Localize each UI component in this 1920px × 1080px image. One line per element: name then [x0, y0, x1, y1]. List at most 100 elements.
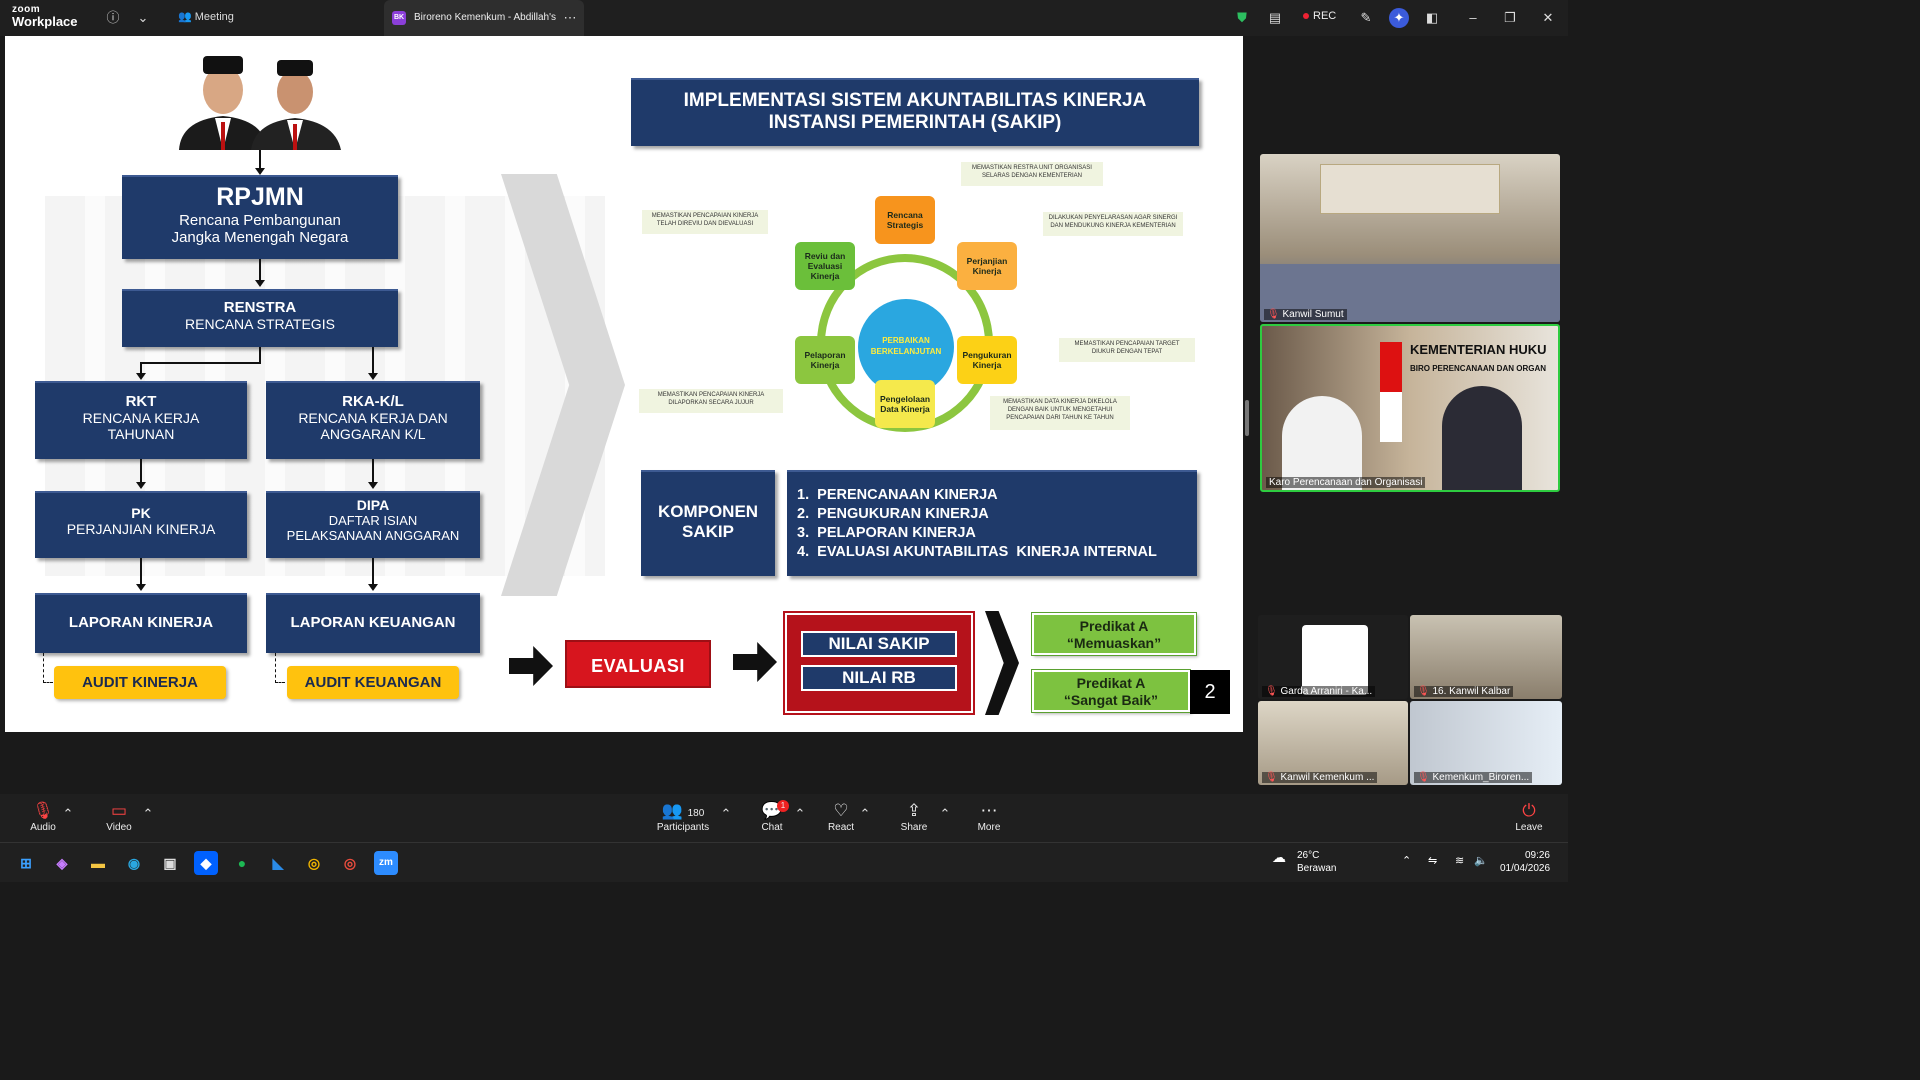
laporan-kinerja-label: LAPORAN KINERJA [68, 614, 214, 631]
leaders-portrait [171, 54, 343, 150]
connector [372, 347, 374, 374]
arrow-right-icon [509, 646, 553, 686]
connector [259, 347, 261, 363]
ai-companion-icon[interactable]: ✦ [1389, 8, 1409, 28]
shield-icon[interactable]: ⛊ [1237, 10, 1247, 25]
zoom-taskbar-icon[interactable]: zm [374, 851, 398, 875]
participants-count: 180 [687, 808, 705, 819]
rpjmn-title: RPJMN [216, 183, 304, 211]
pk-box: PK PERJANJIAN KINERJA [35, 491, 247, 558]
note-penyelarasan: DILAKUKAN PENYELARASAN AGAR SINERGI DAN … [1043, 212, 1183, 236]
chat-chevron-icon[interactable]: ⌃ [794, 806, 806, 821]
meeting-menu[interactable]: 👥 Meeting [178, 10, 234, 23]
more-button[interactable]: ⋯More [954, 800, 1024, 833]
video-tile-biroren[interactable]: 🎙 Kemenkum_Biroren... [1410, 701, 1562, 785]
dashed-connector [275, 682, 285, 683]
nilai-sakip-label: NILAI SAKIP [801, 631, 957, 657]
file-explorer-icon[interactable]: ▬ [91, 855, 105, 871]
dropbox-icon[interactable]: ◆ [194, 851, 218, 875]
arrow-head [255, 280, 265, 287]
participant-name: Karo Perencanaan dan Organisasi [1266, 477, 1426, 488]
audio-button[interactable]: 🎙Audio [8, 800, 78, 833]
participants-label: Participants [656, 822, 710, 833]
windows-start-icon[interactable]: ⊞ [20, 855, 32, 871]
react-chevron-icon[interactable]: ⌃ [859, 806, 871, 821]
view-layout-icon[interactable]: ◧ [1425, 10, 1439, 25]
audio-options-chevron-icon[interactable]: ⌃ [62, 806, 74, 821]
weather-temp: 26°C [1297, 850, 1320, 861]
video-tile-kalbar[interactable]: 🎙 16. Kanwil Kalbar [1410, 615, 1562, 699]
cycle-rencana-strategis: Rencana Strategis [875, 196, 935, 244]
network-vpn-icon[interactable]: ⇋ [1428, 855, 1438, 867]
connector [259, 259, 261, 281]
sakip-title-2: INSTANSI PEMERINTAH (SAKIP) [768, 112, 1062, 133]
camera-off-icon: ▭ [110, 801, 128, 820]
participant-name: 🎙 Kanwil Sumut [1264, 309, 1347, 320]
note-data: MEMASTIKAN DATA KINERJA DIKELOLA DENGAN … [990, 396, 1130, 430]
rpjmn-sub2: Jangka Menengah Negara [171, 229, 349, 246]
info-icon[interactable]: ⓘ [106, 10, 120, 25]
restore-icon[interactable]: ❐ [1504, 10, 1516, 25]
pen-icon[interactable]: ✎ [1360, 10, 1372, 25]
center-label-1: PERBAIKAN [882, 336, 930, 346]
pk-sub: PERJANJIAN KINERJA [66, 521, 216, 537]
note-restra: MEMASTIKAN RESTRA UNIT ORGANISASI SELARA… [961, 162, 1103, 186]
renstra-title: RENSTRA [223, 299, 297, 316]
chrome-icon[interactable]: ◎ [307, 855, 321, 871]
share-icon: ⇪ [906, 801, 922, 820]
close-icon[interactable]: ✕ [1542, 10, 1554, 25]
clock-time: 09:26 [1524, 850, 1550, 861]
more-options-icon[interactable]: ⋯ [563, 10, 577, 25]
heart-icon: ♡ [833, 801, 849, 820]
chat-icon: 💬1 [737, 800, 807, 822]
video-button[interactable]: ▭Video [84, 800, 154, 833]
muted-mic-icon: 🎙 [1417, 772, 1430, 783]
minimize-icon[interactable]: – [1469, 10, 1477, 25]
connector [372, 558, 374, 585]
recording-indicator[interactable]: REC [1303, 10, 1336, 22]
participant-name-text: Kanwil Sumut [1282, 309, 1344, 320]
komponen-label-1: KOMPONEN [657, 502, 759, 521]
tray-chevron-icon[interactable]: ⌃ [1402, 855, 1412, 867]
spotify-icon[interactable]: ● [237, 855, 247, 871]
chevron-down-icon[interactable]: ⌄ [137, 10, 149, 25]
clock[interactable]: 09:26 01/04/2026 [1500, 849, 1550, 875]
wifi-icon[interactable]: ≋ [1455, 855, 1465, 867]
komponen-box: KOMPONEN SAKIP [641, 470, 775, 576]
participant-name: 🎙 Kanwil Kemenkum ... [1262, 772, 1378, 783]
video-tile-garda[interactable]: 🎙 Garda Arraniri - Ka... [1258, 615, 1408, 699]
audit-kinerja-box: AUDIT KINERJA [54, 666, 226, 699]
audio-label: Audio [30, 822, 56, 833]
meeting-tab[interactable]: BK Biroreno Kemenkum - Abdillah's ⋯ [384, 0, 584, 36]
participant-name-text: Kanwil Kemenkum ... [1280, 772, 1375, 783]
person [1282, 396, 1362, 490]
pk-title: PK [131, 505, 151, 521]
video-tile-kanwil-sumut[interactable]: 🎙 Kanwil Sumut [1260, 154, 1560, 322]
video-tile-karo[interactable]: KEMENTERIAN HUKU BIRO PERENCANAAN DAN OR… [1260, 324, 1560, 492]
react-button[interactable]: ♡React [806, 800, 876, 833]
leave-button[interactable]: ⏻Leave [1494, 800, 1564, 833]
video-options-chevron-icon[interactable]: ⌃ [142, 806, 154, 821]
connector [140, 558, 142, 585]
vscode-icon[interactable]: ◣ [272, 855, 284, 871]
store-icon[interactable]: ▣ [163, 855, 177, 871]
notes-icon[interactable]: ▤ [1268, 10, 1282, 25]
edge-icon[interactable]: ◉ [127, 855, 141, 871]
arrow-head [136, 482, 146, 489]
chrome-profile-icon[interactable]: ◎ [343, 855, 357, 871]
video-tile-kanwil-kemenkum[interactable]: 🎙 Kanwil Kemenkum ... [1258, 701, 1408, 785]
cycle-reviu-evaluasi: Reviu dan Evaluasi Kinerja [795, 242, 855, 290]
participant-name: 🎙 16. Kanwil Kalbar [1414, 686, 1514, 697]
volume-icon[interactable]: 🔈 [1474, 855, 1488, 867]
weather-widget[interactable]: 26°C Berawan [1297, 849, 1336, 875]
leave-icon: ⏻ [1522, 801, 1536, 820]
participant-name-text: Kemenkum_Biroren... [1432, 772, 1530, 783]
copilot-icon[interactable]: ◈ [56, 855, 68, 871]
panel-resize-handle[interactable] [1245, 400, 1249, 436]
share-button[interactable]: ⇪Share [879, 800, 949, 833]
participants-chevron-icon[interactable]: ⌃ [720, 806, 732, 821]
share-chevron-icon[interactable]: ⌃ [939, 806, 951, 821]
